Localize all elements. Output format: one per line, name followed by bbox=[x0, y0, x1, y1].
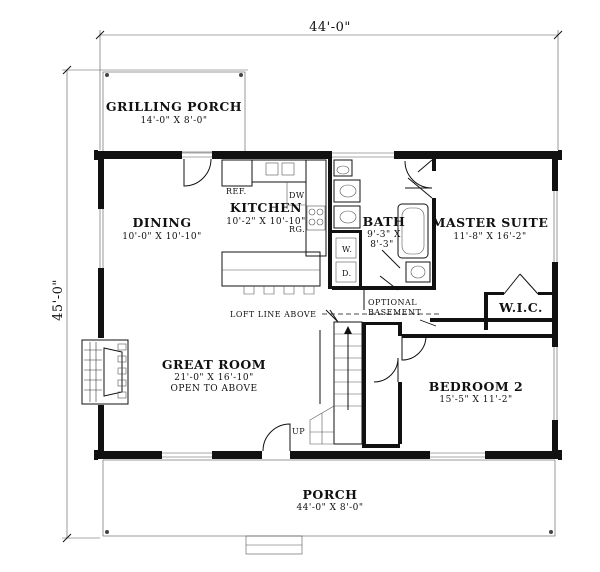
bath-label: BATH bbox=[363, 214, 406, 229]
bath-fixtures bbox=[333, 159, 431, 283]
wic-label: W.I.C. bbox=[498, 300, 543, 315]
porch-size: 44'-0" X 8'-0" bbox=[296, 503, 363, 513]
staircase bbox=[309, 309, 363, 445]
grilling-porch-size: 14'-0" X 8'-0" bbox=[140, 116, 207, 126]
overall-depth-dimension: 45'-0" bbox=[50, 65, 248, 543]
bath-size-2: 8'-3" bbox=[370, 240, 394, 250]
grilling-porch-label: GRILLING PORCH bbox=[106, 99, 242, 114]
kitchen-fixtures bbox=[221, 159, 327, 295]
depth-dimension-label: 45'-0" bbox=[51, 279, 66, 321]
windows bbox=[99, 152, 558, 458]
range-label: RG. bbox=[289, 225, 305, 234]
great-room-note: OPEN TO ABOVE bbox=[170, 384, 257, 394]
interior-walls bbox=[328, 159, 552, 448]
fireplace bbox=[81, 339, 129, 405]
overall-width-dimension: 44'-0" bbox=[95, 18, 563, 150]
width-dimension-label: 44'-0" bbox=[309, 20, 351, 35]
kitchen-label: KITCHEN bbox=[230, 200, 302, 215]
porch-label: PORCH bbox=[303, 487, 358, 502]
bedroom-2-label: BEDROOM 2 bbox=[429, 379, 523, 394]
bedroom-2-size: 15'-5" X 11'-2" bbox=[439, 395, 512, 405]
ref-label: REF. bbox=[226, 187, 247, 196]
master-suite-size: 11'-8" X 16'-2" bbox=[453, 232, 526, 242]
interior-doors bbox=[363, 177, 539, 383]
bath-size-1: 9'-3" X bbox=[367, 230, 401, 240]
exterior-walls bbox=[94, 150, 562, 460]
great-room-label: GREAT ROOM bbox=[162, 357, 266, 372]
kitchen-size: 10'-2" X 10'-10" bbox=[226, 217, 306, 227]
loft-line-label: LOFT LINE ABOVE bbox=[230, 310, 317, 319]
great-room-size: 21'-0" X 16'-10" bbox=[174, 373, 254, 383]
dining-label: DINING bbox=[132, 215, 191, 230]
washer-label: W. bbox=[342, 245, 352, 254]
optional-basement-label-2: BASEMENT bbox=[368, 308, 422, 317]
stair-up-label: UP bbox=[292, 427, 305, 436]
dryer-label: D. bbox=[342, 269, 352, 278]
dining-size: 10'-0" X 10'-10" bbox=[122, 232, 202, 242]
optional-basement-label-1: OPTIONAL bbox=[368, 298, 417, 307]
doors bbox=[183, 158, 433, 452]
dishwasher-label: DW bbox=[289, 191, 305, 200]
front-porch-deck bbox=[102, 459, 556, 555]
master-suite-label: MASTER SUITE bbox=[432, 215, 549, 230]
loft-line bbox=[322, 313, 440, 327]
